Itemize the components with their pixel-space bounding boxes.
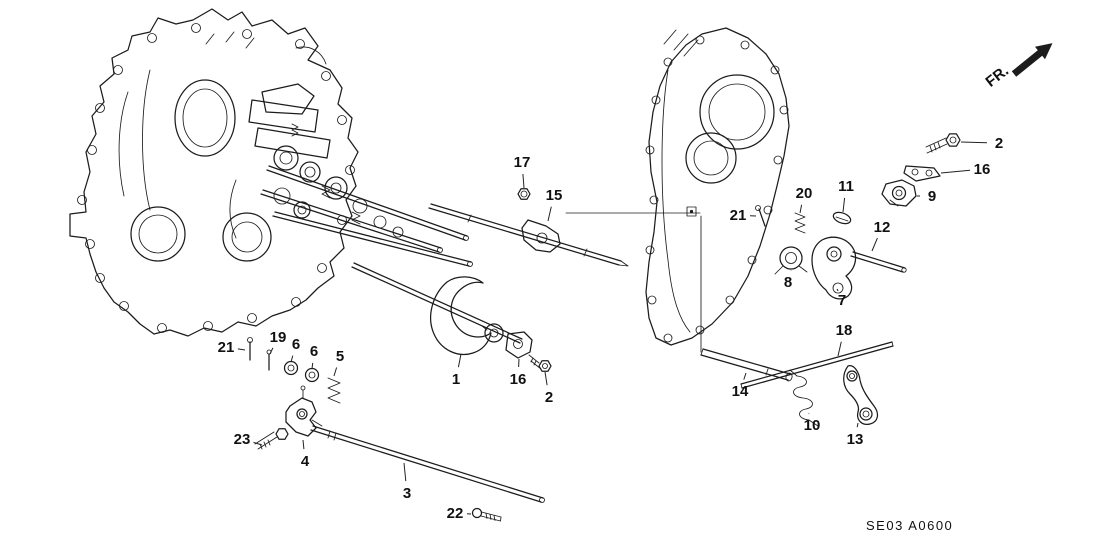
lock-nut-17 xyxy=(517,188,531,200)
callout-17: 17 xyxy=(514,154,531,171)
leader-line-20 xyxy=(799,204,803,214)
callout-14: 14 xyxy=(732,383,749,400)
leader-line-11 xyxy=(842,197,846,213)
setting-plate-16-right xyxy=(903,165,941,182)
leader-line-16 xyxy=(940,169,971,174)
leader-line-4 xyxy=(302,439,305,450)
fr-direction-indicator: FR. xyxy=(982,43,1053,91)
leader-line-15 xyxy=(547,206,552,222)
bolt-23 xyxy=(254,428,289,450)
callout-2: 2 xyxy=(545,389,553,406)
callout-6: 6 xyxy=(292,336,300,353)
shift-arm-4 xyxy=(285,385,323,437)
callout-9: 9 xyxy=(928,188,936,205)
shift-fork-1 xyxy=(430,276,504,356)
bolt-2-right xyxy=(925,133,961,154)
spring-10 xyxy=(789,369,819,427)
callout-20: 20 xyxy=(796,185,813,202)
lever-13 xyxy=(843,365,879,426)
callout-2: 2 xyxy=(995,135,1003,152)
shift-rod-3 xyxy=(310,425,545,503)
fr-arrow-icon xyxy=(1011,43,1053,77)
callout-6: 6 xyxy=(310,343,318,360)
callout-11: 11 xyxy=(838,178,854,195)
callout-4: 4 xyxy=(301,453,310,470)
shift-rod-15 xyxy=(428,203,629,267)
bracket-9 xyxy=(881,179,917,207)
part-code: SE03 A0600 xyxy=(866,518,953,533)
screw-22 xyxy=(471,507,502,522)
callout-22: 22 xyxy=(447,505,464,522)
callout-12: 12 xyxy=(874,219,891,236)
leader-line-13 xyxy=(856,422,859,428)
callout-7: 7 xyxy=(838,292,846,309)
callout-16: 16 xyxy=(974,161,991,178)
rod-18 xyxy=(740,341,894,389)
leader-line-1 xyxy=(457,353,462,368)
pin-21-left xyxy=(247,337,253,361)
leader-line-6 xyxy=(311,362,314,370)
callout-15: 15 xyxy=(546,187,563,204)
spring-5 xyxy=(327,377,341,404)
side-case xyxy=(645,27,790,346)
leader-line-19 xyxy=(269,347,274,355)
leader-line-23 xyxy=(253,441,263,446)
leader-line-6 xyxy=(290,355,294,363)
transmission-housing xyxy=(69,8,359,337)
bolt-2-center xyxy=(528,354,552,372)
callout-18: 18 xyxy=(836,322,853,339)
gear-selector-cluster xyxy=(248,83,523,344)
callout-8: 8 xyxy=(784,274,792,291)
projection-centerlines xyxy=(565,212,702,353)
roller-pin-11 xyxy=(832,211,852,225)
callout-21: 21 xyxy=(730,207,747,224)
callout-13: 13 xyxy=(847,431,864,448)
lever-assembly-7 xyxy=(811,236,857,300)
washer-6b xyxy=(304,367,320,383)
shaft-12 xyxy=(850,251,907,273)
leader-line-14 xyxy=(743,372,747,380)
leader-line-21 xyxy=(237,348,246,351)
callout-10: 10 xyxy=(804,417,821,434)
leader-line-5 xyxy=(333,367,338,377)
washer-6a xyxy=(283,360,299,376)
callout-23: 23 xyxy=(234,431,251,448)
pin-21-right xyxy=(755,205,766,227)
shift-piece-16-center xyxy=(505,331,533,359)
leader-line-7 xyxy=(836,288,839,292)
spring-20 xyxy=(794,212,806,234)
leader-line-2 xyxy=(544,371,548,386)
callout-1: 1 xyxy=(452,371,460,388)
spring-8 xyxy=(774,246,808,275)
callout-16: 16 xyxy=(510,371,527,388)
leader-line-18 xyxy=(837,341,842,357)
leader-line-12 xyxy=(871,237,878,252)
callout-19: 19 xyxy=(270,329,287,346)
callout-3: 3 xyxy=(403,485,411,502)
leader-line-2 xyxy=(960,141,988,144)
leader-line-17 xyxy=(522,173,525,189)
callout-5: 5 xyxy=(336,348,344,365)
callout-21: 21 xyxy=(218,339,235,356)
fr-direction-label: FR. xyxy=(982,62,1012,90)
rod-14 xyxy=(700,348,793,382)
leader-line-3 xyxy=(403,462,407,482)
